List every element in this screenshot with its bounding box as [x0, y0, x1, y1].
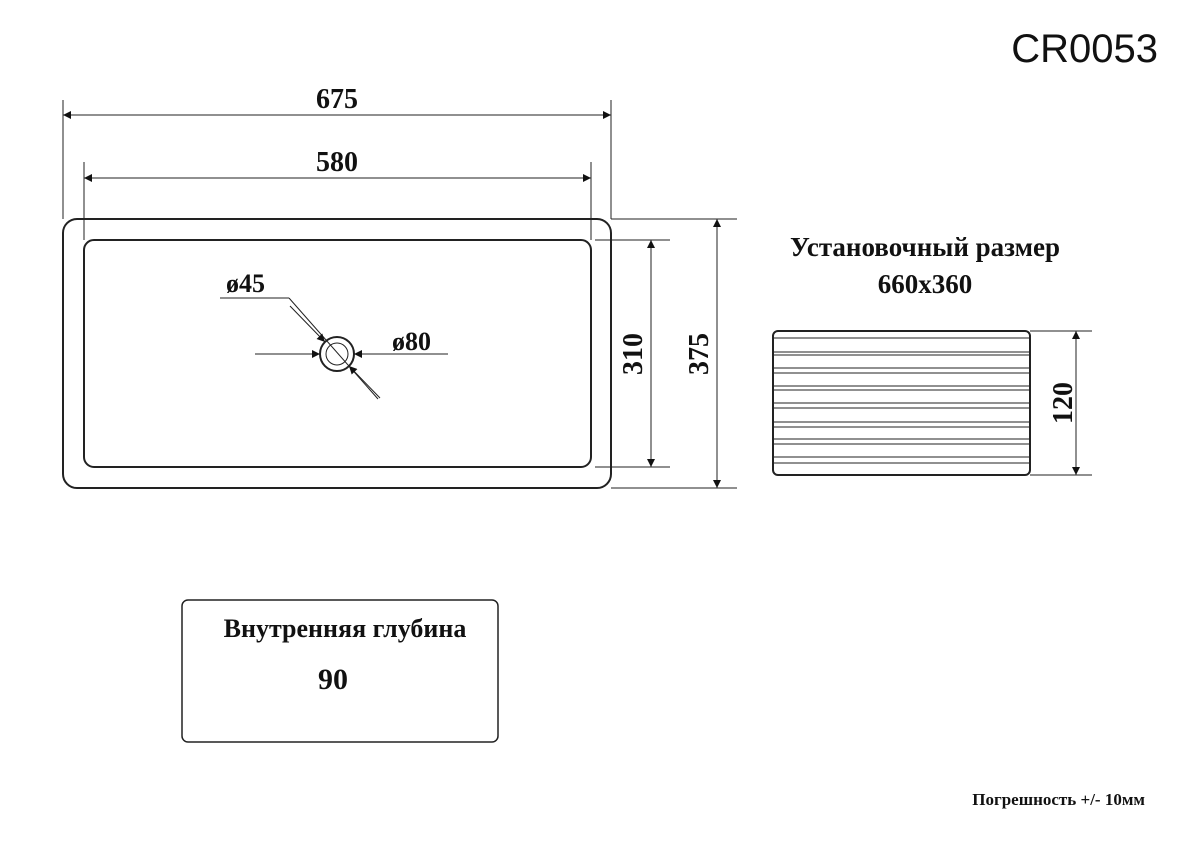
drain-inner-circle	[325, 342, 349, 366]
drain-outer-diameter-label: ø80	[392, 327, 431, 356]
dimension-outer-width: 675	[62, 84, 612, 219]
dimension-inner-width: 580	[83, 147, 592, 240]
basin-outer-outline	[62, 218, 612, 489]
mounting-size-label: Установочный размер	[790, 232, 1060, 262]
basin-inner-outline	[83, 239, 592, 468]
inner-depth-box-value: 90	[318, 663, 348, 696]
drain-inner-diameter-label: ø45	[226, 269, 265, 298]
tolerance-note: Погрешность +/- 10мм	[972, 790, 1145, 809]
side-view-ribs	[773, 337, 1030, 464]
mounting-size-value: 660х360	[878, 269, 973, 299]
inner-width-label: 580	[316, 147, 358, 178]
dimension-inner-depth: 310	[595, 239, 670, 468]
model-code: CR0053	[1011, 27, 1158, 71]
drain-dimensions: ø45 ø80	[220, 269, 448, 400]
basin-side-view: 120	[772, 330, 1092, 476]
basin-top-view	[62, 218, 612, 489]
inner-depth-box: Внутренняя глубина 90	[181, 599, 499, 743]
inner-depth-box-label: Внутренняя глубина	[224, 614, 467, 643]
outer-depth-label: 375	[684, 333, 715, 375]
outer-width-label: 675	[316, 84, 358, 115]
height-label: 120	[1048, 382, 1079, 424]
inner-depth-label: 310	[618, 333, 649, 375]
dimension-outer-depth: 375	[611, 218, 737, 489]
